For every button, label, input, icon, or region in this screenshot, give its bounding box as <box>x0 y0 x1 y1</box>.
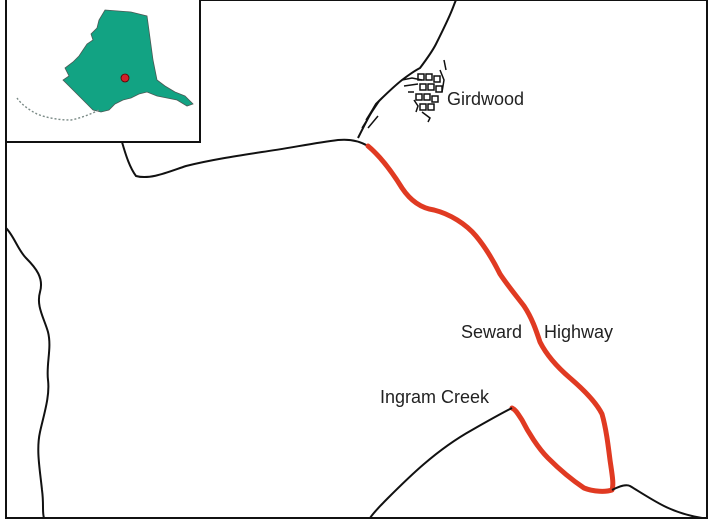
seward-highway-route <box>365 143 616 494</box>
road-alyeska <box>357 0 457 139</box>
location-marker <box>120 73 130 83</box>
road-turnagain-arm <box>121 138 369 178</box>
girdwood-label: Girdwood <box>447 89 525 109</box>
seward-label: Seward <box>461 322 523 342</box>
road-south-east <box>611 484 703 519</box>
map-frame <box>5 0 708 519</box>
road-hope-junction <box>369 407 513 519</box>
alaska-shape <box>62 9 194 113</box>
aleutian-islands <box>16 97 100 121</box>
creek-line-west <box>5 227 51 519</box>
alaska-locator-inset <box>6 0 201 143</box>
girdwood-street-grid <box>361 59 447 129</box>
ingram-creek-label: Ingram Creek <box>380 387 490 407</box>
highway-label: Highway <box>544 322 614 342</box>
alaska-map <box>16 9 194 121</box>
